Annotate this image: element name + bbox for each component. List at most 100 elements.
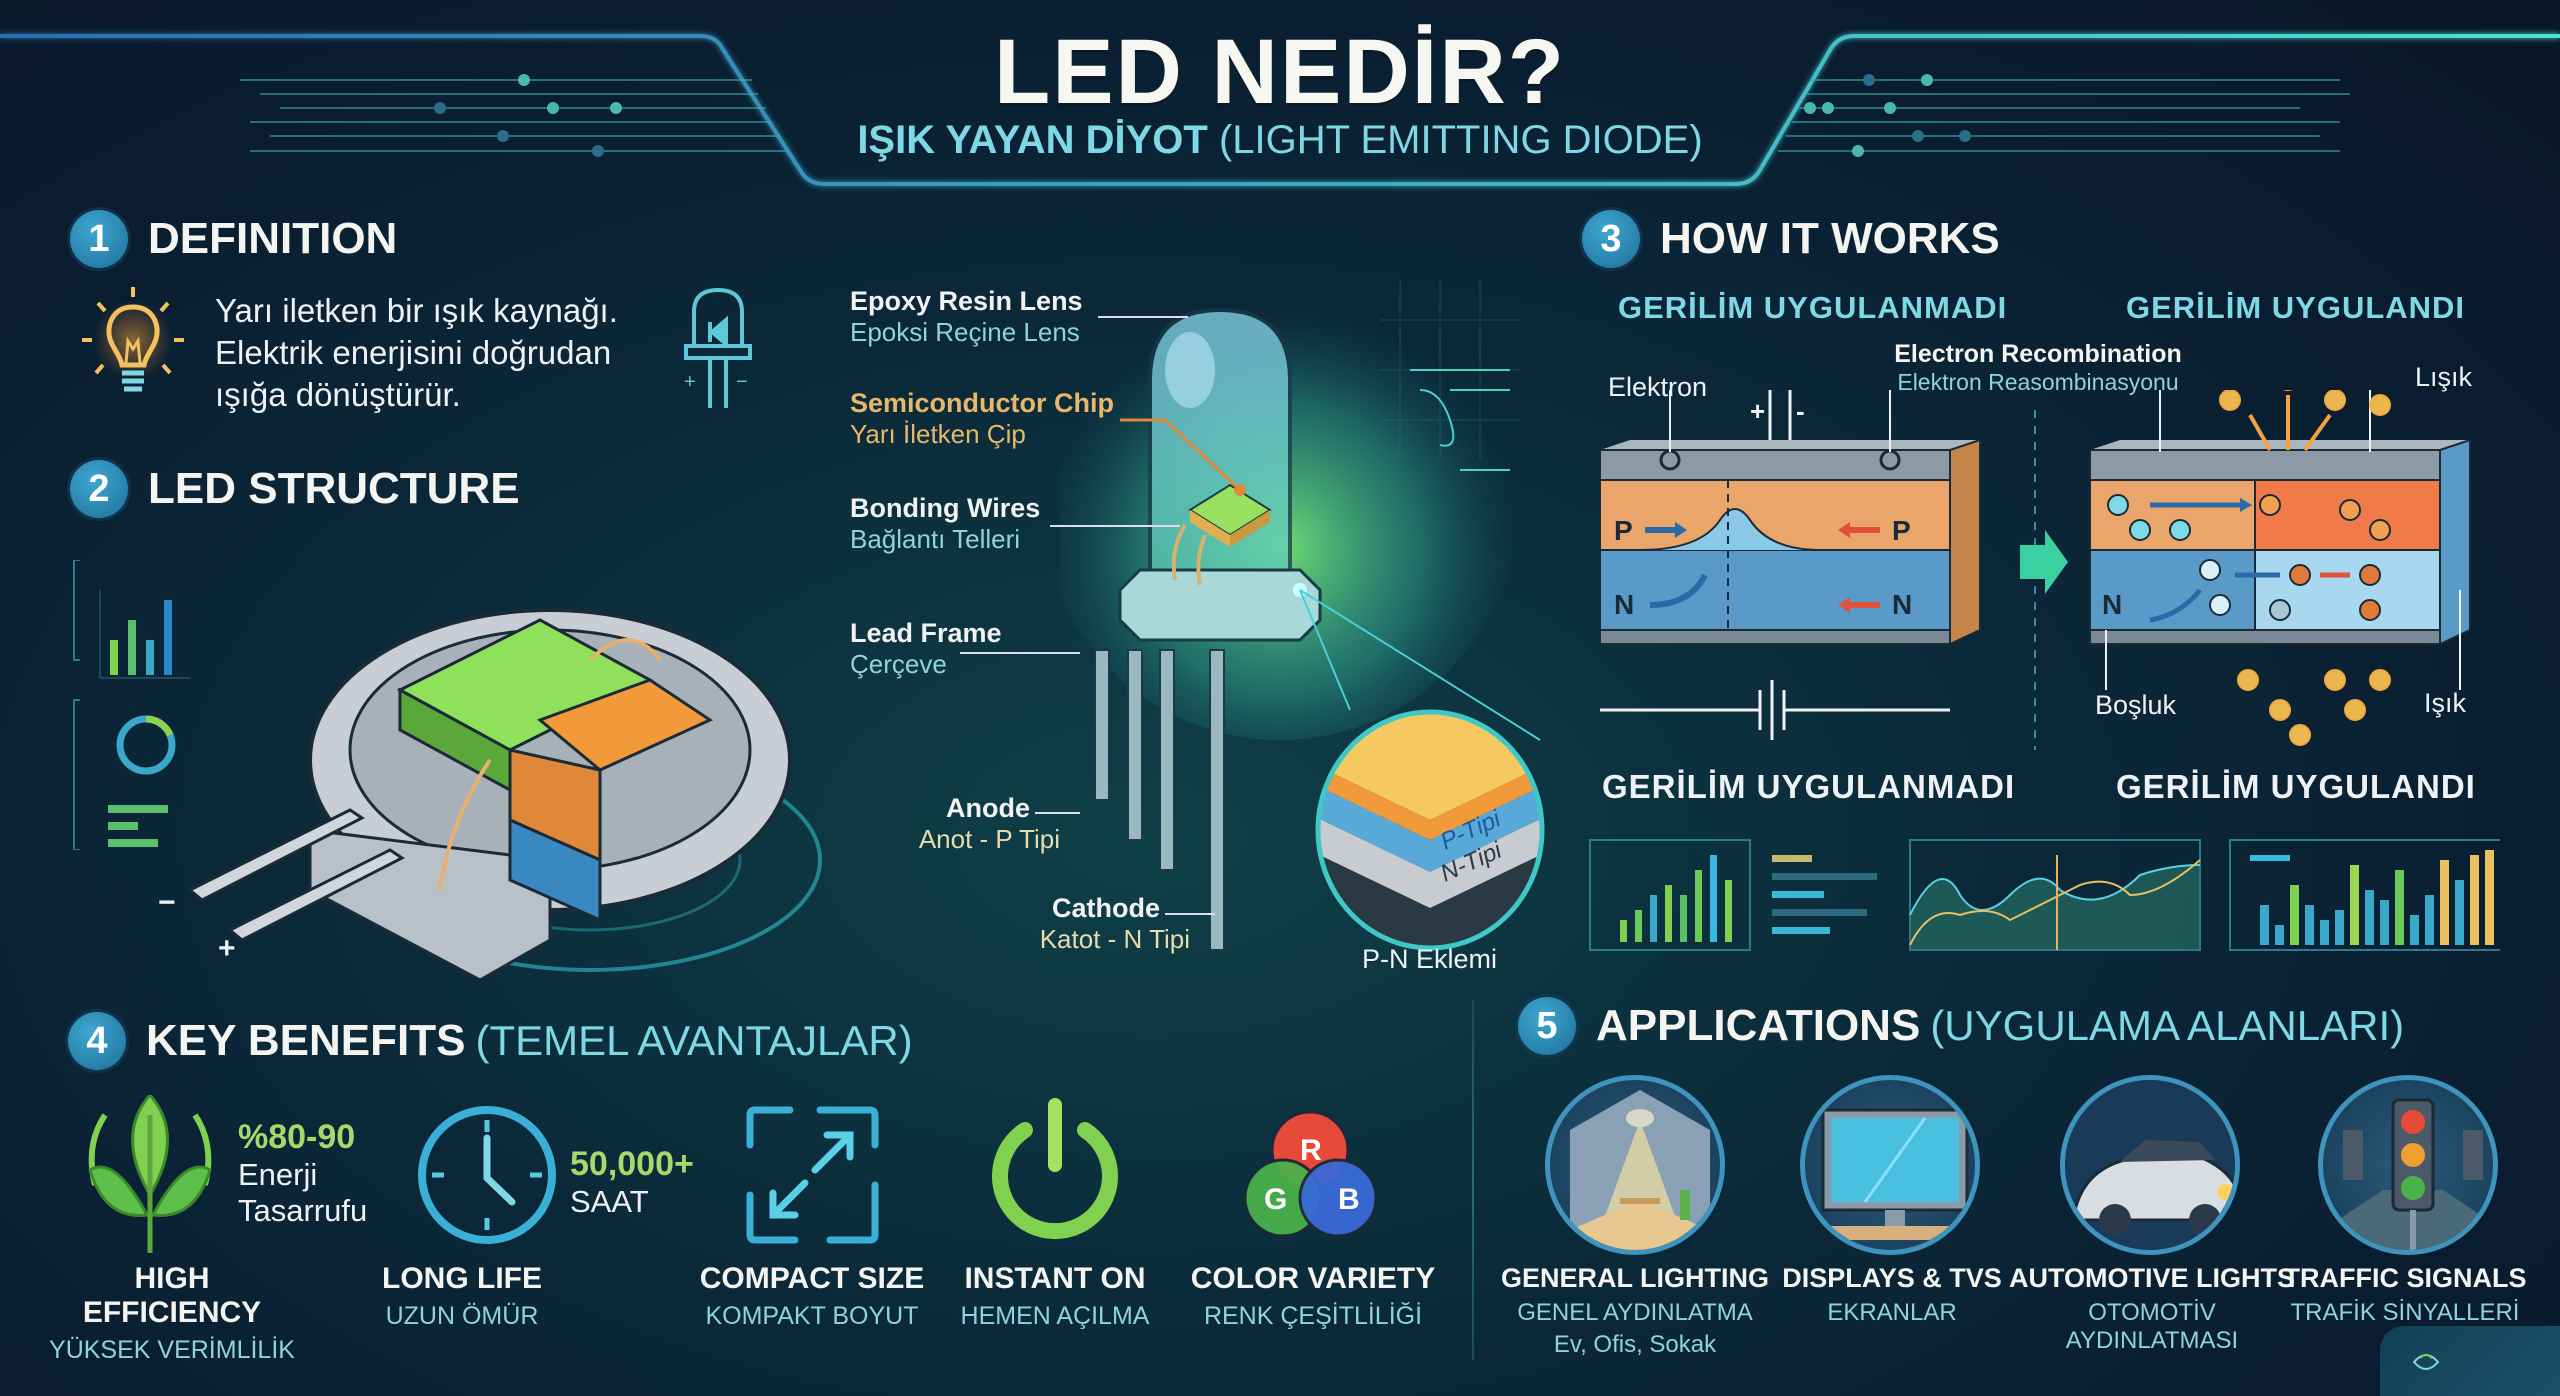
definition-line-3: ışığa dönüştürür.	[215, 376, 461, 413]
benefit-subtitle: HEMEN AÇILMA	[960, 1302, 1150, 1330]
elektron-label: Elektron	[1608, 372, 1708, 402]
section-divider	[1472, 1000, 1474, 1360]
benefit-instant-on: INSTANT ON HEMEN AÇILMA	[925, 1262, 1185, 1331]
room-lamp-icon	[1545, 1075, 1725, 1255]
label-lead-frame: Lead Frame Çerçeve	[850, 618, 1002, 680]
decorative-charts-strip	[1589, 839, 2500, 951]
subtitle-turkish: IŞIK YAYAN DİYOT	[857, 118, 1208, 162]
leader-line	[960, 652, 1080, 654]
label-tr: Elektron Reasombinasyonu	[1897, 369, 2179, 395]
benefit-subtitle: RENK ÇEŞİTLİLİĞİ	[1203, 1302, 1423, 1330]
app-title: GENERAL LIGHTING	[1500, 1263, 1769, 1293]
stat-value: %80-90	[238, 1118, 356, 1156]
label-en: Epoxy Resin Lens	[850, 286, 1083, 316]
stat-label: SAAT	[570, 1184, 649, 1219]
traffic-light-icon	[2318, 1075, 2498, 1255]
section-title: HOW IT WORKS	[1660, 214, 2000, 263]
label-tr: Yarı İletken Çip	[850, 419, 1026, 449]
state-off-heading: GERİLİM UYGULANMADI	[1618, 290, 2008, 325]
svg-text:−: −	[736, 371, 748, 393]
svg-text:P: P	[1892, 515, 1911, 546]
recombination-label: Electron Recombination Elektron Reasombi…	[1888, 340, 2188, 396]
light-label-top: Lışık	[2415, 362, 2473, 392]
definition-line-2: Elektrik enerjisini doğrudan	[215, 334, 612, 371]
benefit-compact-size: COMPACT SIZE KOMPAKT BOYUT	[682, 1262, 942, 1331]
label-bonding-wires: Bonding Wires Bağlantı Telleri	[850, 493, 1040, 555]
app-detail: Ev, Ofis, Sokak	[1553, 1331, 1717, 1358]
svg-text:R: R	[1300, 1134, 1322, 1167]
pn-junction-operation-diagram: P P N N + - N	[1599, 390, 2471, 750]
section-number-badge: 2	[70, 460, 128, 518]
svg-text:+: +	[218, 932, 236, 965]
state-on-caption: GERİLİM UYGULANDI	[2116, 768, 2476, 805]
hole-label: Boşluk	[2095, 690, 2177, 720]
benefit-subtitle: YÜKSEK VERİMLİLİK	[49, 1336, 295, 1364]
app-title: TRAFFIC SIGNALS	[2283, 1263, 2527, 1293]
benefit-title: COLOR VARIETY	[1190, 1262, 1436, 1295]
benefit-title: LONG LIFE	[382, 1262, 542, 1295]
svg-text:N: N	[1892, 589, 1912, 620]
definition-line-1: Yarı iletken bir ışık kaynağı.	[215, 292, 618, 329]
section-definition-header: 1 DEFINITION	[70, 210, 397, 268]
label-epoxy-lens: Epoxy Resin Lens Epoksi Reçine Lens	[850, 286, 1083, 348]
leader-line-chip	[1120, 418, 1246, 496]
section-benefits-header: 4 KEY BENEFITS(TEMEL AVANTAJLAR)	[68, 1012, 913, 1070]
benefit-title: INSTANT ON	[964, 1262, 1146, 1295]
benefit-color-variety: COLOR VARIETY RENK ÇEŞİTLİLİĞİ	[1183, 1262, 1443, 1331]
svg-text:P: P	[1614, 515, 1633, 546]
watermark-logo-icon	[2412, 1354, 2440, 1370]
watermark-badge	[2380, 1326, 2560, 1396]
clock-icon	[418, 1106, 556, 1244]
app-title: DISPLAYS & TVS	[1782, 1263, 2002, 1293]
car-icon	[2060, 1075, 2240, 1255]
banner-frame-decoration	[0, 34, 2560, 186]
benefit-high-efficiency: HIGH EFFICIENCY YÜKSEK VERİMLİLİK	[42, 1262, 302, 1365]
definition-text: Yarı iletken bir ışık kaynağı. Elektrik …	[215, 290, 618, 416]
svg-text:N: N	[2102, 589, 2122, 620]
stat-label: Enerji	[238, 1157, 318, 1192]
light-label-bottom: Işık	[2424, 688, 2467, 718]
stat-label: Tasarrufu	[238, 1193, 368, 1228]
rgb-icon: R G B	[1243, 1110, 1378, 1238]
section-number-badge: 4	[68, 1012, 126, 1070]
stat-value: 50,000+	[570, 1145, 694, 1183]
section-title: DEFINITION	[148, 214, 398, 263]
label-tr: Bağlantı Telleri	[850, 524, 1021, 554]
light-bulb-icon	[82, 287, 184, 392]
resize-arrows-icon	[746, 1106, 879, 1244]
svg-text:-: -	[1796, 396, 1805, 426]
svg-text:N: N	[1614, 589, 1634, 620]
pn-junction-detail: P-Tipi N-Tipi	[1315, 709, 1545, 951]
label-en: Anode	[946, 793, 1030, 823]
section-title: KEY BENEFITS	[146, 1016, 466, 1065]
section-how-it-works-header: 3 HOW IT WORKS	[1582, 210, 2000, 268]
app-title: AUTOMOTIVE LIGHTS	[2008, 1263, 2295, 1293]
state-off-caption: GERİLİM UYGULANMADI	[1602, 768, 2016, 805]
page-subtitle: IŞIK YAYAN DİYOT (LIGHT EMITTING DIODE)	[0, 118, 2560, 163]
leader-line	[1098, 316, 1188, 318]
benefit-title: COMPACT SIZE	[699, 1262, 925, 1295]
app-automotive-lights: AUTOMOTIVE LIGHTS OTOMOTİV AYDINLATMASI	[2002, 1263, 2302, 1355]
section-applications-header: 5 APPLICATIONS(UYGULAMA ALANLARI)	[1518, 997, 2404, 1055]
label-en: Electron Recombination	[1894, 340, 2182, 368]
label-en: Lead Frame	[850, 618, 1002, 648]
power-icon	[992, 1098, 1118, 1240]
page-title: LED NEDİR?	[994, 21, 1566, 123]
app-subtitle: OTOMOTİV AYDINLATMASI	[2065, 1299, 2239, 1354]
benefit-title: HIGH EFFICIENCY	[82, 1262, 262, 1329]
leader-line	[1035, 812, 1080, 814]
led-diode-icon: + −	[684, 287, 752, 408]
leader-line	[1050, 525, 1180, 527]
leaf-icon	[88, 1095, 212, 1253]
label-en: Semiconductor Chip	[850, 388, 1115, 418]
life-stat: 50,000+ SAAT	[570, 1145, 694, 1220]
svg-text:+: +	[1750, 396, 1765, 426]
app-displays-tvs: DISPLAYS & TVS EKRANLAR	[1742, 1263, 2042, 1327]
svg-text:G: G	[1264, 1183, 1287, 1216]
app-traffic-signals: TRAFFIC SIGNALS TRAFİK SİNYALLERİ	[2255, 1263, 2555, 1327]
monitor-icon	[1800, 1075, 1980, 1255]
label-tr: Anot - P Tipi	[918, 824, 1060, 854]
section-number-badge: 5	[1518, 997, 1576, 1055]
label-en: Bonding Wires	[850, 493, 1041, 523]
svg-text:B: B	[1338, 1183, 1360, 1216]
